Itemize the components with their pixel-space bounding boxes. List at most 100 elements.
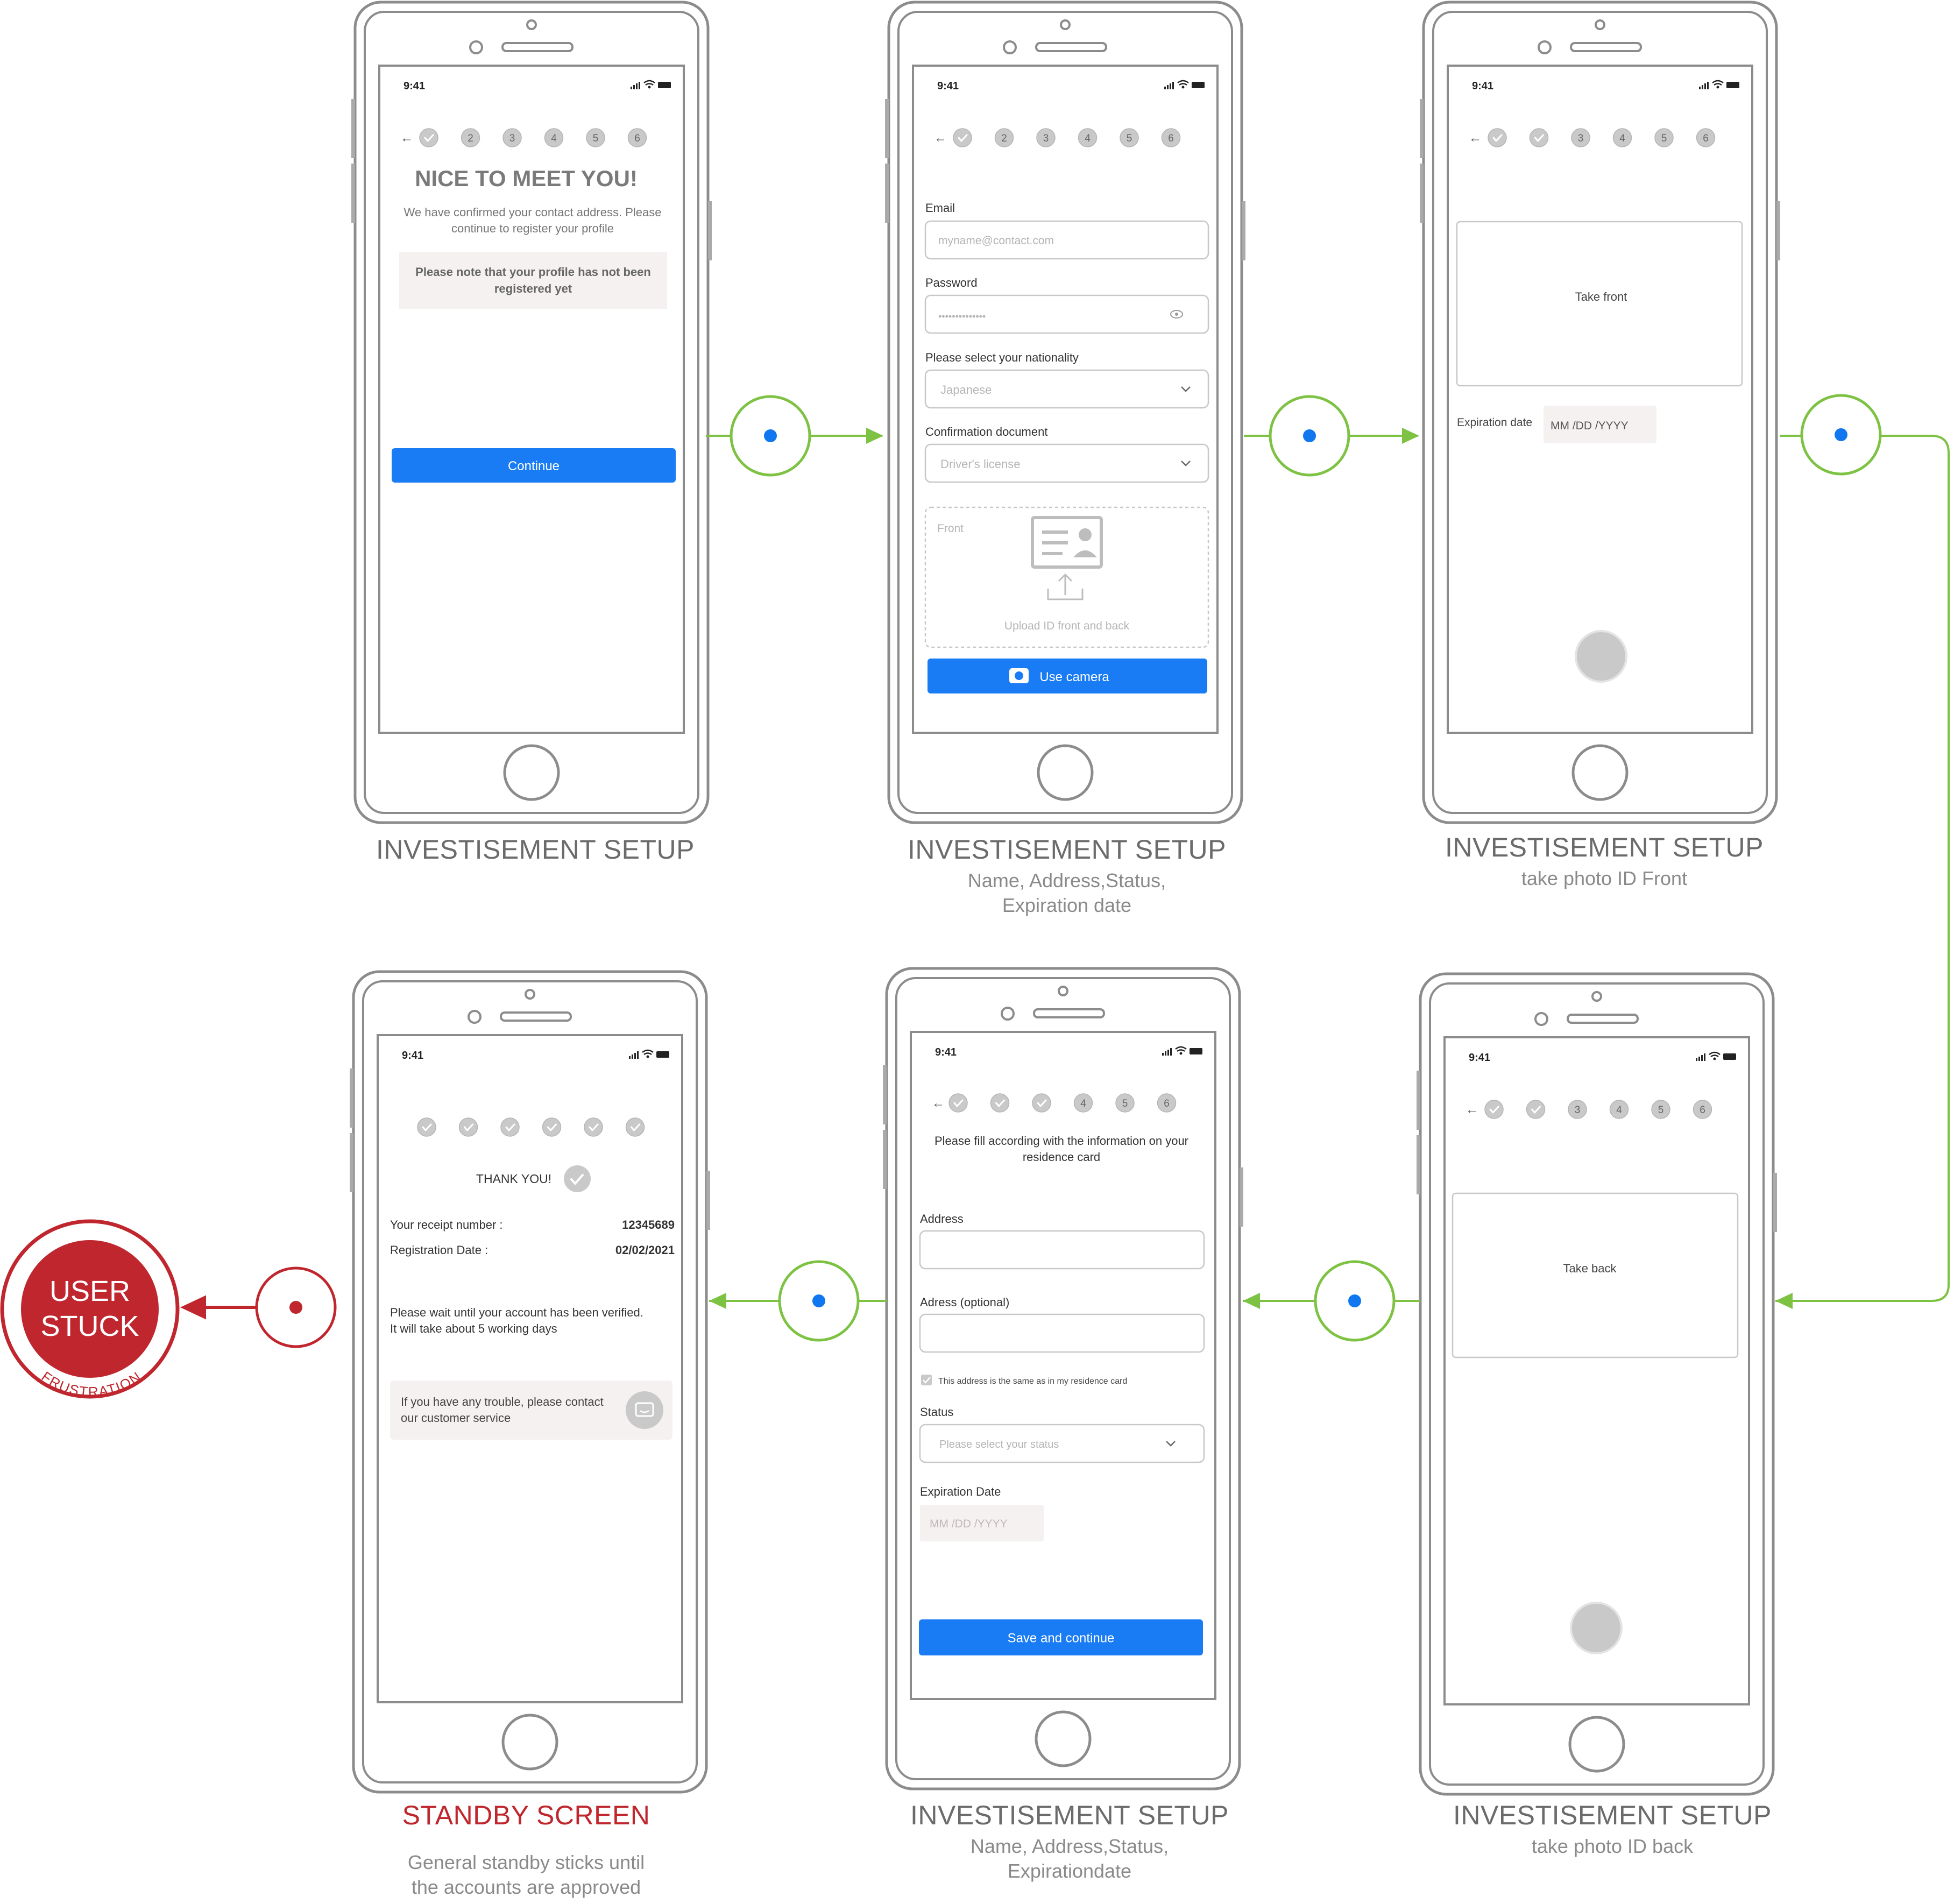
sensor [525, 989, 535, 1000]
email-field[interactable] [924, 220, 1209, 260]
email-label: Email [925, 201, 955, 215]
flow-node-dot [764, 429, 777, 442]
arrowhead-icon [1402, 428, 1419, 444]
signal-icon [633, 85, 635, 89]
status-time: 9:41 [1469, 1052, 1490, 1064]
camera-frame-back [1452, 1192, 1739, 1358]
shutter-button[interactable] [1570, 1602, 1623, 1654]
check-icon [547, 1123, 557, 1131]
wait-text: It will take about 5 working days [390, 1322, 557, 1335]
password-field[interactable] [924, 294, 1209, 334]
signal-icon [1704, 1053, 1705, 1061]
signal-icon [629, 1056, 631, 1059]
camera-frame-label: Take front [1575, 290, 1627, 303]
continue-button[interactable] [392, 448, 676, 483]
step-number: 5 [1122, 1098, 1128, 1109]
home-button[interactable] [1571, 744, 1629, 801]
volume-up-button [1420, 99, 1424, 158]
step-number: 6 [1168, 133, 1174, 144]
exit-node-dot [289, 1301, 302, 1314]
signal-icon [1172, 82, 1174, 89]
receipt-label: Your receipt number : [390, 1218, 503, 1231]
power-button [708, 201, 712, 260]
status-time: 9:41 [937, 80, 959, 92]
step-complete-icon [500, 1117, 520, 1137]
save-continue-button[interactable] [919, 1619, 1203, 1655]
power-button [1242, 201, 1245, 260]
chat-support-icon[interactable] [626, 1391, 663, 1429]
phone-screen [910, 1031, 1216, 1700]
volume-up-button [351, 99, 355, 158]
wifi-icon [1177, 80, 1189, 86]
signal-icon [1696, 1058, 1697, 1061]
screen-caption-title: STANDBY SCREEN [402, 1800, 650, 1830]
wifi-icon [1179, 1052, 1183, 1055]
check-icon [422, 1123, 432, 1131]
step-number: 3 [1575, 1105, 1581, 1116]
volume-down-button [351, 164, 355, 223]
status-time: 9:41 [935, 1046, 957, 1058]
upload-side-label: Front [937, 522, 964, 535]
step-number: 6 [1700, 1105, 1705, 1116]
exit-arrowhead-icon [180, 1295, 206, 1320]
step-indicator [1078, 128, 1098, 147]
wifi-icon [646, 1055, 649, 1058]
nationality-select[interactable] [924, 369, 1209, 409]
step-complete-icon [584, 1117, 603, 1137]
wifi-icon [642, 1049, 654, 1056]
step-number: 3 [1578, 133, 1584, 144]
home-button[interactable] [1035, 1710, 1092, 1767]
help-text: our customer service [401, 1411, 511, 1425]
back-arrow-icon[interactable]: ← [1466, 1102, 1478, 1117]
speaker [1567, 1014, 1639, 1024]
sensor [1060, 19, 1071, 30]
step-number: 3 [1043, 133, 1049, 144]
eye-icon[interactable] [1170, 310, 1183, 318]
password-value: •••••••••••••• [938, 311, 986, 322]
step-number: 4 [1080, 1098, 1086, 1109]
expiration-field[interactable] [920, 1505, 1044, 1541]
power-button [1240, 1167, 1243, 1227]
volume-down-button [350, 1133, 353, 1192]
signal-icon [1702, 85, 1703, 89]
shutter-button[interactable] [1575, 630, 1627, 683]
signal-icon [1165, 1051, 1166, 1056]
home-button[interactable] [501, 1714, 558, 1771]
address2-field[interactable] [919, 1313, 1205, 1353]
back-arrow-icon[interactable]: ← [400, 131, 413, 145]
chevron-down-icon [1181, 386, 1191, 392]
signal-icon [1167, 1050, 1169, 1056]
step-complete-icon [1529, 128, 1549, 147]
step-number: 4 [1085, 133, 1091, 144]
intro-text: continue to register your profile [451, 222, 614, 235]
back-arrow-icon[interactable]: ← [934, 131, 947, 145]
home-button[interactable] [1568, 1716, 1625, 1773]
use-camera-button[interactable] [928, 659, 1207, 693]
status-select[interactable] [919, 1424, 1205, 1463]
back-arrow-icon[interactable]: ← [932, 1096, 945, 1110]
same-address-checkbox[interactable] [921, 1375, 932, 1385]
intro-text: residence card [1023, 1150, 1100, 1164]
signal-icon [1162, 1053, 1164, 1056]
home-button[interactable] [1037, 744, 1094, 801]
wait-text: Please wait until your account has been … [390, 1306, 643, 1319]
address-field[interactable] [919, 1230, 1205, 1270]
check-icon [953, 1099, 964, 1107]
step-number: 4 [1619, 133, 1625, 144]
help-text: If you have any trouble, please contact [401, 1395, 604, 1408]
home-button[interactable] [503, 744, 560, 801]
back-arrow-icon[interactable]: ← [1469, 131, 1482, 145]
expiration-field[interactable] [1544, 406, 1656, 443]
step-indicator [502, 128, 522, 147]
step-complete-icon [1484, 1100, 1504, 1119]
document-select[interactable] [924, 443, 1209, 483]
sensor [1058, 986, 1068, 996]
signal-icon [636, 83, 638, 89]
upload-hint: Upload ID front and back [1004, 620, 1130, 632]
volume-up-button [350, 1068, 353, 1128]
date-label: Registration Date : [390, 1243, 488, 1257]
expiration-placeholder: MM /DD /YYYY [930, 1518, 1008, 1530]
signal-icon [1170, 83, 1171, 89]
status-time: 9:41 [1472, 80, 1493, 92]
